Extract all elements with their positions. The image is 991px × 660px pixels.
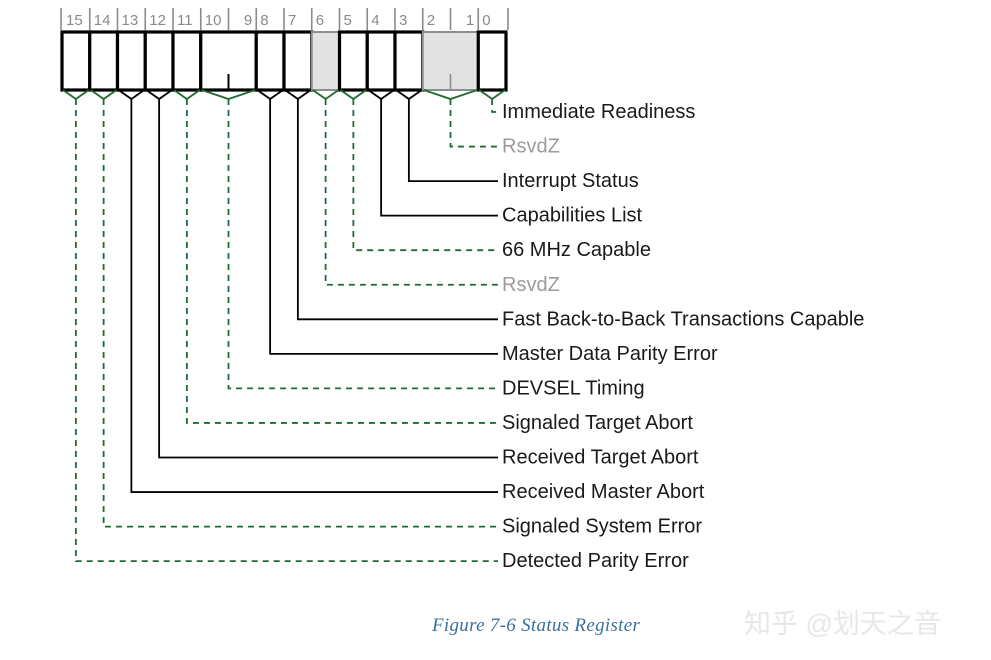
bit-cell-capabilities-list xyxy=(365,30,397,92)
field-label-interrupt-status: Interrupt Status xyxy=(502,170,639,192)
leader-immediate-readiness xyxy=(478,89,506,113)
field-label-signaled-target-abort: Signaled Target Abort xyxy=(502,412,693,434)
bit-cell-immediate-readiness xyxy=(476,30,508,92)
leader-interrupt-status xyxy=(395,89,498,182)
bit-number-1: 1 xyxy=(466,12,474,29)
leader-path xyxy=(296,99,498,321)
leader-signaled-system-error xyxy=(90,89,498,528)
bit-cell-signaled-target-abort xyxy=(171,30,203,92)
leader-received-master-abort xyxy=(117,89,498,493)
bit-cell-master-data-parity-error xyxy=(254,30,286,92)
leader-path xyxy=(227,99,498,390)
bit-cell-66mhz-capable xyxy=(337,30,369,92)
leader-path xyxy=(185,99,498,424)
bit-number-13: 13 xyxy=(122,12,139,29)
bit-number-6: 6 xyxy=(316,12,324,29)
bit-number-5: 5 xyxy=(344,12,352,29)
field-label-immediate-readiness: Immediate Readiness xyxy=(502,101,695,123)
bit-number-9: 9 xyxy=(244,12,252,29)
leader-v-connector xyxy=(312,89,340,101)
field-label-capabilities-list: Capabilities List xyxy=(502,205,643,227)
leader-fast-back-to-back xyxy=(284,89,498,321)
bit-cell-received-master-abort xyxy=(115,30,147,92)
leader-detected-parity-error xyxy=(62,89,498,563)
field-label-received-target-abort: Received Target Abort xyxy=(502,447,699,469)
leader-master-data-parity-error xyxy=(256,89,498,355)
leader-received-target-abort xyxy=(145,89,498,459)
bit-cells xyxy=(60,30,508,92)
bit-number-2: 2 xyxy=(427,12,435,29)
field-label-detected-parity-error: Detected Parity Error xyxy=(502,550,689,572)
field-label-signaled-system-error: Signaled System Error xyxy=(502,516,702,538)
bit-number-10: 10 xyxy=(205,12,222,29)
bit-cell-received-target-abort xyxy=(143,30,175,92)
leader-path xyxy=(449,99,498,148)
leader-path xyxy=(74,99,498,563)
leader-66mhz-capable xyxy=(339,89,498,252)
bit-number-14: 14 xyxy=(94,12,111,29)
bit-number-15: 15 xyxy=(66,12,83,29)
bit-cell-interrupt-status xyxy=(393,30,425,92)
leader-path xyxy=(130,99,498,493)
leader-path xyxy=(102,99,498,528)
leader-rsvdz-2-1 xyxy=(423,89,498,148)
watermark: 知乎 @划天之音 xyxy=(744,609,941,639)
bit-number-7: 7 xyxy=(288,12,296,29)
bit-cell-fast-back-to-back xyxy=(282,30,314,92)
figure-caption: Figure 7-6 Status Register xyxy=(432,615,641,636)
field-label-received-master-abort: Received Master Abort xyxy=(502,481,705,503)
bit-cell-detected-parity-error xyxy=(60,30,92,92)
bit-number-11: 11 xyxy=(177,12,193,29)
leader-signaled-target-abort xyxy=(173,89,498,424)
leader-devsel-timing xyxy=(201,89,498,390)
field-label-66mhz-capable: 66 MHz Capable xyxy=(502,239,651,261)
bit-number-4: 4 xyxy=(371,12,379,29)
bit-cell-signaled-system-error xyxy=(88,30,120,92)
field-label-rsvdz-2-1: RsvdZ xyxy=(502,136,560,158)
leader-v-connector xyxy=(423,89,478,100)
leader-capabilities-list xyxy=(367,89,498,217)
bit-number-ticks xyxy=(88,8,480,30)
bit-number-12: 12 xyxy=(149,12,166,29)
leader-path xyxy=(158,99,498,459)
field-label-master-data-parity-error: Master Data Parity Error xyxy=(502,343,718,365)
leader-path xyxy=(407,99,498,182)
field-label-devsel-timing: DEVSEL Timing xyxy=(502,377,645,399)
leader-lines xyxy=(62,89,506,563)
bit-number-8: 8 xyxy=(260,12,268,29)
leader-path xyxy=(324,99,498,286)
leader-path xyxy=(491,99,498,113)
field-label-fast-back-to-back: Fast Back-to-Back Transactions Capable xyxy=(502,308,864,330)
bit-number-0: 0 xyxy=(482,12,490,29)
leader-path xyxy=(269,99,498,355)
leader-path xyxy=(352,99,498,252)
bit-cell-rsvdz-6 xyxy=(310,31,341,91)
leader-path xyxy=(380,99,498,217)
leader-rsvdz-6 xyxy=(312,89,498,286)
field-label-rsvdz-6: RsvdZ xyxy=(502,274,560,296)
bit-number-3: 3 xyxy=(399,12,407,29)
